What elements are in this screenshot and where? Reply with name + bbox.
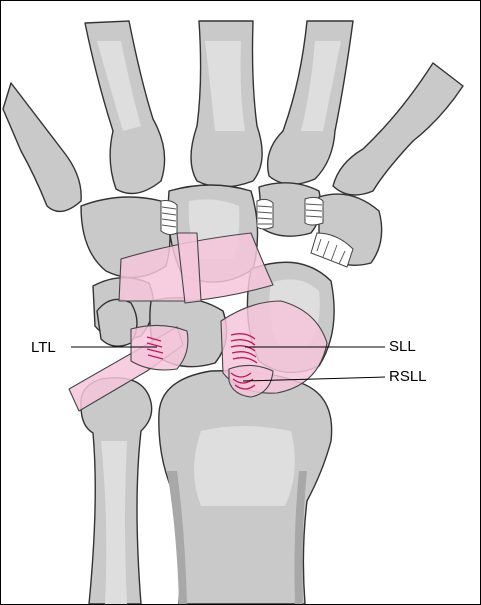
sll-label: SLL [389,338,416,355]
metacarpal-5 [2,82,82,213]
rsll-label: RSLL [389,368,427,385]
ligament-fibers [146,333,258,390]
pisiform [96,298,138,347]
leader-lines [71,346,386,382]
ltl-label: LTL [31,339,56,356]
forearm-bones [80,370,333,604]
lunotriquetral-ligament [130,324,189,371]
capitate-band [176,232,202,304]
metacarpal-1 [332,62,464,196]
rsll-leader-line [242,376,386,382]
metacarpals [2,20,464,213]
intercarpal-ligaments [160,196,354,268]
